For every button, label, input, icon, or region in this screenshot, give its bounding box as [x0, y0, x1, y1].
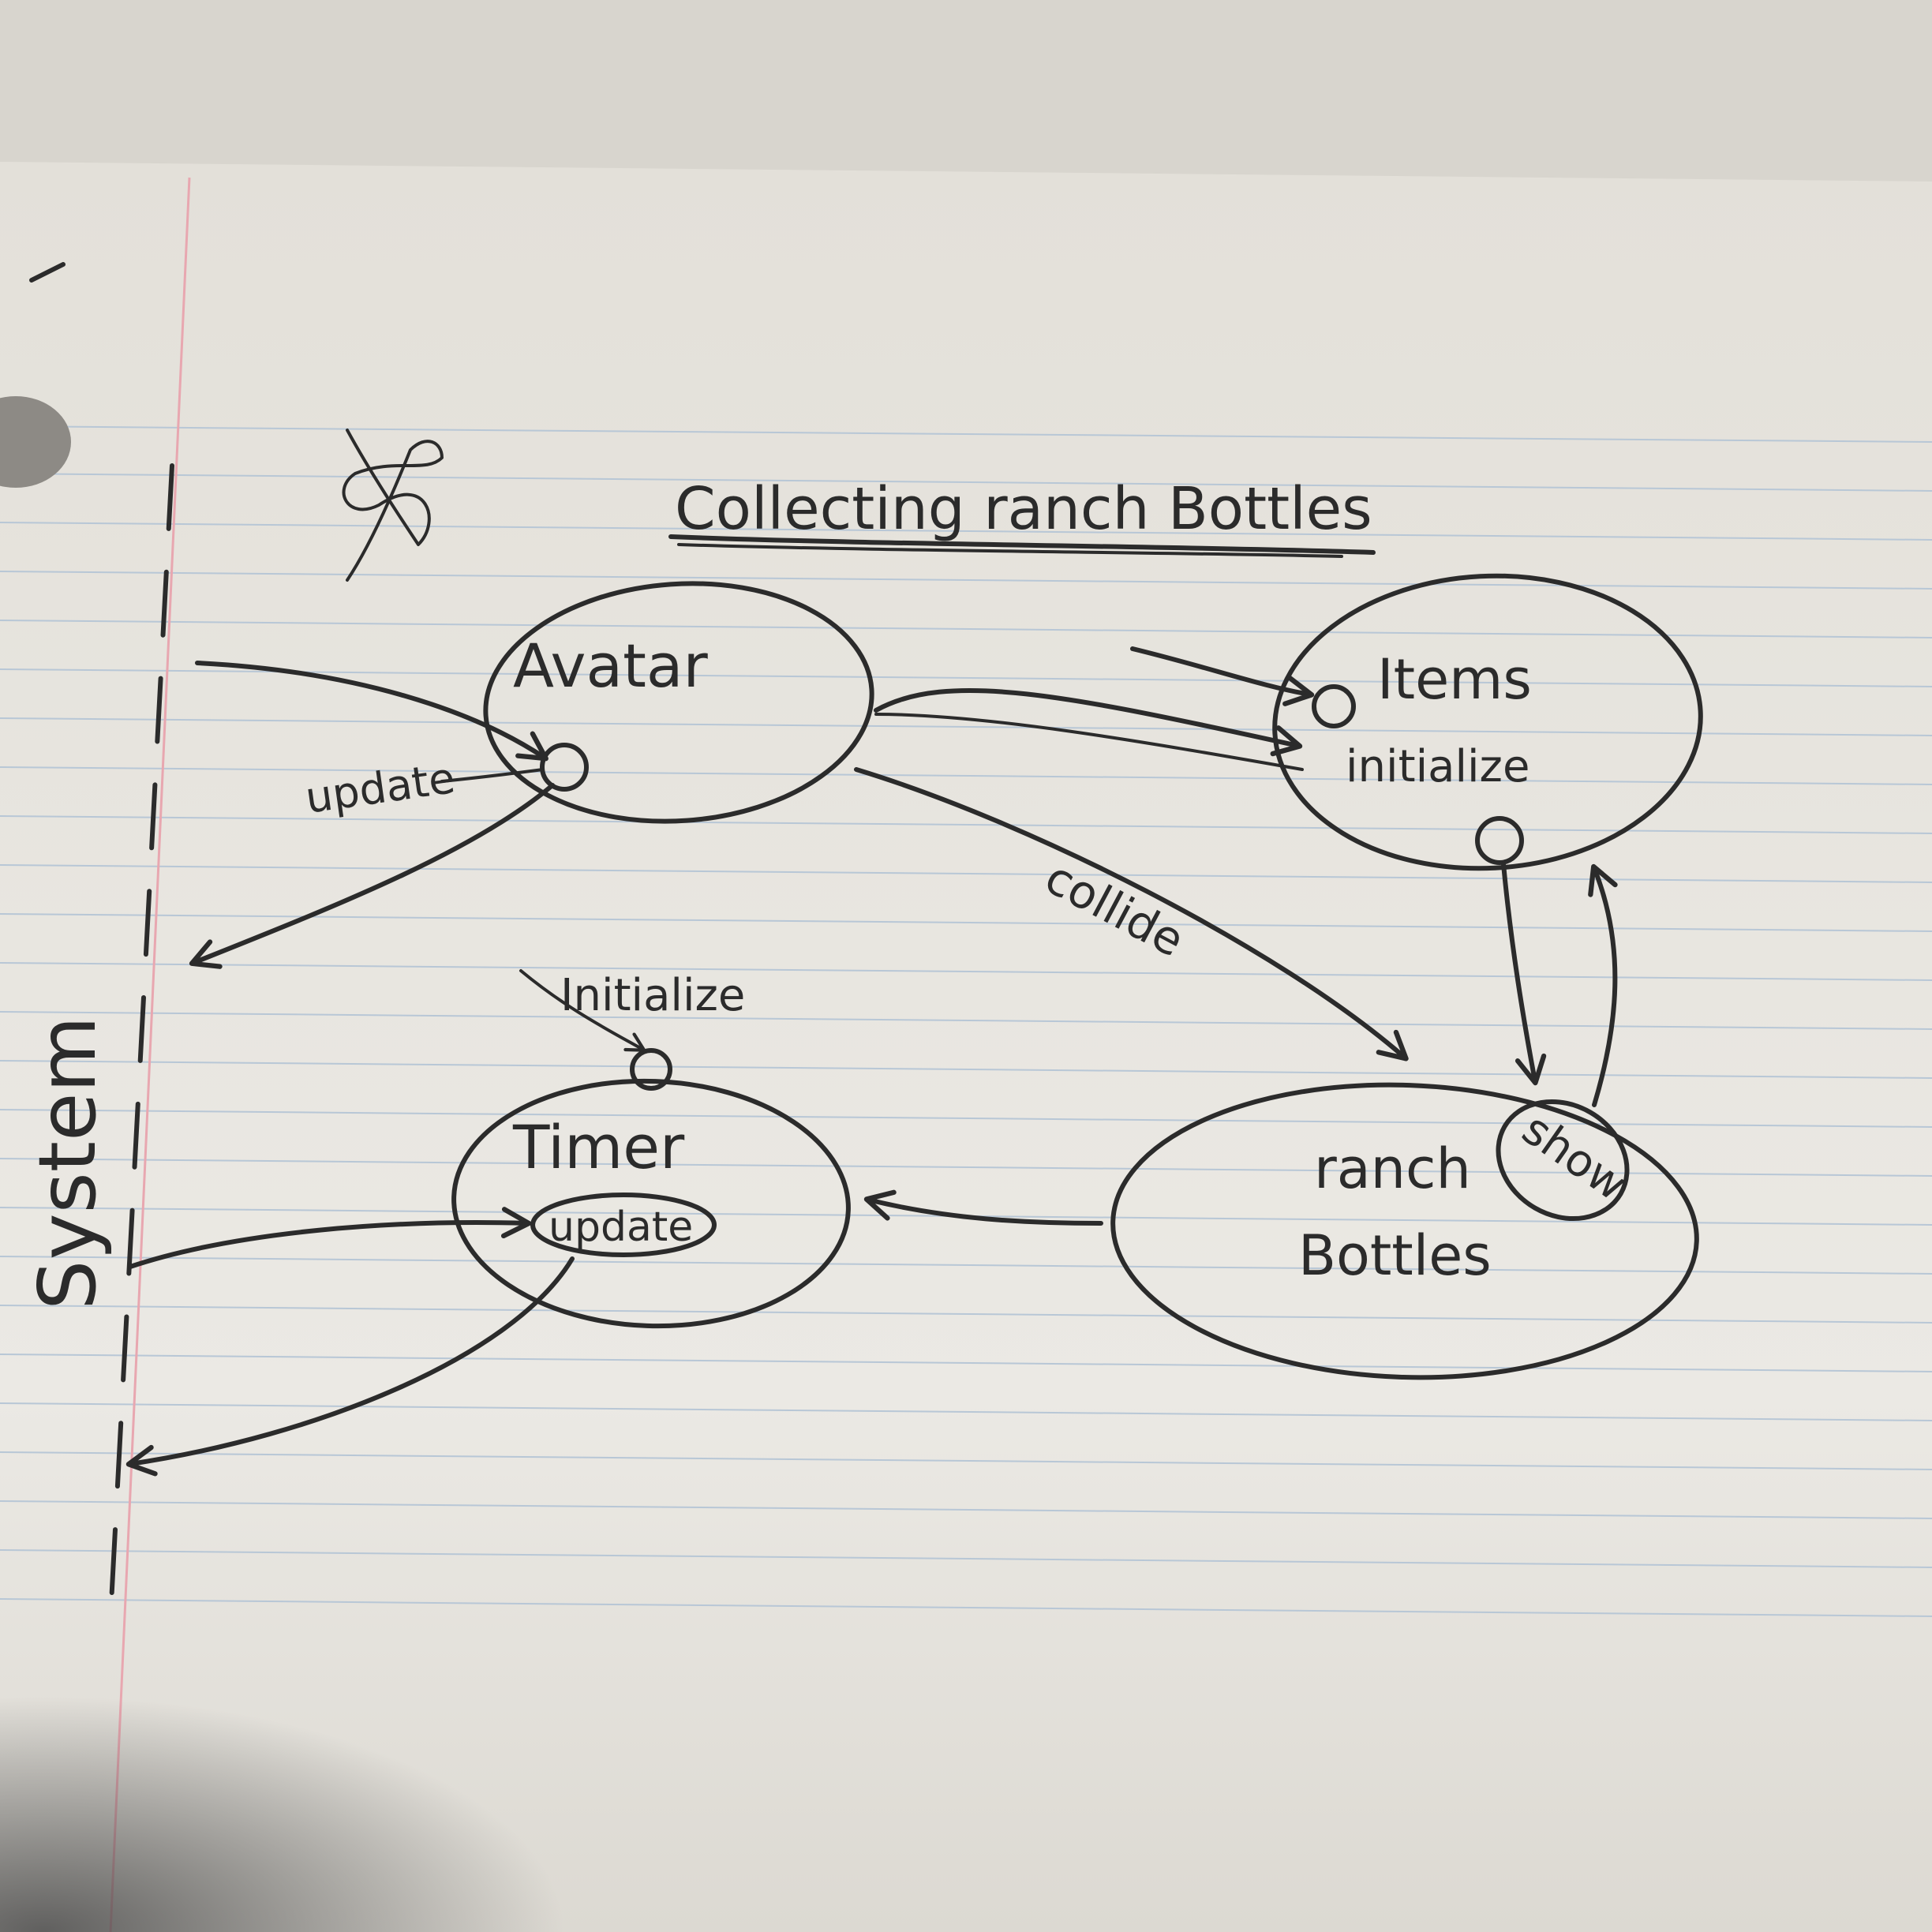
arrow-show-to-items: [1588, 863, 1618, 1107]
items-initialize-port: [1312, 684, 1356, 728]
timer-update-port: [530, 1193, 717, 1257]
items-output-port: [1475, 816, 1524, 865]
arrow-avatar-to-items: [874, 688, 1303, 757]
pen-mark: [29, 262, 66, 283]
diagram-title: Collecting ranch Bottles: [675, 475, 1372, 543]
title-underline: [668, 534, 1376, 555]
timer-label: Timer: [512, 1112, 685, 1182]
arrow-timer-to-system: [125, 1256, 575, 1477]
items-label: Items: [1377, 647, 1532, 712]
avatar-update-port: [540, 743, 589, 792]
avatar-node: Avatar: [483, 581, 874, 824]
avatar-update-pointer: [440, 768, 545, 783]
items-node: Items initialize: [1272, 573, 1703, 871]
ranch-bottles-label-line2: Bottles: [1298, 1223, 1492, 1288]
arrow-to-items-initialize: [1130, 646, 1315, 706]
system-label: System: [21, 1016, 114, 1310]
timer-initialize-port: [630, 1048, 672, 1091]
arrow-system-to-timer: [128, 1207, 532, 1269]
arrow-system-to-avatar: [195, 661, 549, 762]
ranch-bottles-label-line1: ranch: [1314, 1136, 1471, 1201]
doodle-icon: [342, 429, 444, 582]
arrow-items-to-show: [1501, 862, 1547, 1086]
arrow-avatar-to-system: [189, 783, 555, 969]
timer-update-label: update: [549, 1204, 693, 1251]
timer-initialize-label: Initialize: [560, 970, 745, 1021]
timer-node: Timer update: [451, 1048, 851, 1329]
shadow: [0, 1539, 868, 1932]
system-lifeline: [108, 463, 174, 1620]
arrow-ranch-to-timer: [863, 1189, 1103, 1226]
avatar-label: Avatar: [513, 631, 708, 701]
ranch-show-port: [1496, 1099, 1630, 1222]
arrow-timer-initialize: [519, 969, 646, 1052]
binder-hole: [0, 396, 71, 488]
items-initialize-label: initialize: [1346, 741, 1530, 792]
paper-sheet: [0, 162, 1932, 1932]
arrow-collide: [854, 767, 1409, 1061]
